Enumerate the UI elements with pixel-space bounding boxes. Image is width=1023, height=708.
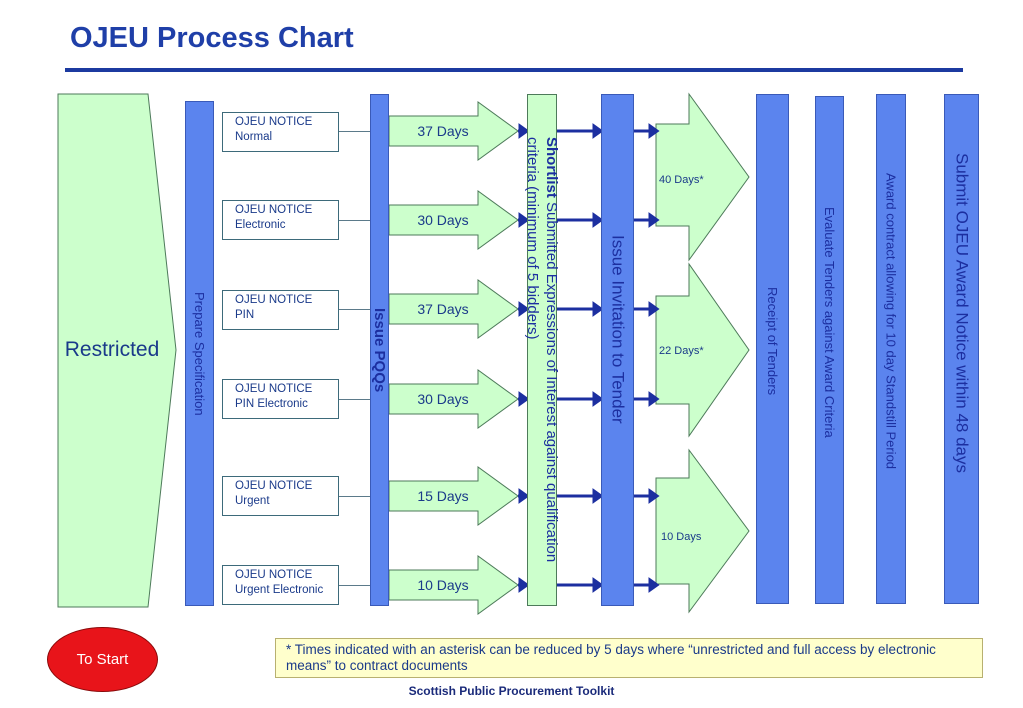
receipt-label: Receipt of Tenders	[765, 287, 780, 396]
days-label: 10 Days	[417, 577, 469, 593]
shortlist-bold: Shortlist	[543, 137, 560, 198]
days-label: 30 Days	[417, 212, 469, 228]
submit-label: Submit OJEU Award Notice within 48 days	[952, 153, 972, 473]
tender-period-arrows	[655, 92, 750, 614]
day-arrow-1	[388, 101, 519, 161]
days-label: 37 Days	[417, 301, 469, 317]
issue-pqqs-column: Issue PQQs	[370, 94, 389, 606]
restricted-label: Restricted	[64, 338, 160, 361]
tender-arrow-40	[655, 92, 750, 262]
itt-connectors	[557, 123, 604, 593]
day-arrow-6	[388, 555, 519, 615]
shortlist-connectors	[518, 123, 530, 593]
days-label: 37 Days	[417, 123, 469, 139]
box-connector	[339, 585, 371, 586]
page-title: OJEU Process Chart	[70, 22, 354, 54]
footnote-box: * Times indicated with an asterisk can b…	[275, 638, 983, 678]
day-arrow-3	[388, 279, 519, 339]
evaluate-label: Evaluate Tenders against Award Criteria	[822, 207, 837, 438]
day-arrow-5	[388, 466, 519, 526]
tender-period-label: 10 Days	[661, 531, 702, 543]
tender-arrow-22	[655, 262, 750, 438]
prepare-specification-column: Prepare Specification	[185, 101, 214, 606]
submit-column: Submit OJEU Award Notice within 48 days	[944, 94, 979, 604]
to-start-label: To Start	[76, 651, 129, 668]
restricted-chevron	[57, 93, 177, 608]
days-label: 15 Days	[417, 488, 469, 504]
prepare-specification-label: Prepare Specification	[192, 291, 207, 416]
tender-period-label: 40 Days*	[659, 174, 704, 186]
issue-pqqs-label: Issue PQQs	[371, 307, 388, 393]
title-divider	[65, 68, 963, 72]
box-connector	[339, 399, 371, 400]
box-connector	[339, 220, 371, 221]
day-arrow-4	[388, 369, 519, 429]
tender-period-label: 22 Days*	[659, 345, 704, 357]
to-start-button[interactable]: To Start	[47, 627, 158, 692]
award-column: Award contract allowing for 10 day Stand…	[876, 94, 906, 604]
day-arrow-2	[388, 190, 519, 250]
award-label: Award contract allowing for 10 day Stand…	[883, 173, 899, 470]
footer-text: Scottish Public Procurement Toolkit	[408, 684, 615, 698]
tender-arrow-10	[655, 448, 750, 614]
box-connector	[339, 131, 371, 132]
box-connector	[339, 309, 371, 310]
days-label: 30 Days	[417, 391, 469, 407]
shortlist-column: Shortlist Submitted Expressions of Inter…	[524, 94, 560, 606]
day-arrows	[388, 101, 519, 615]
receipt-column: Receipt of Tenders	[756, 94, 789, 604]
evaluate-column: Evaluate Tenders against Award Criteria	[815, 96, 844, 604]
box-connector	[339, 496, 371, 497]
issue-itt-label: Issue Invitation to Tender	[608, 235, 628, 424]
shortlist-label: Shortlist Submitted Expressions of Inter…	[523, 137, 561, 577]
issue-itt-column: Issue Invitation to Tender	[601, 94, 634, 606]
tender-connectors	[634, 123, 660, 593]
shortlist-text: Submitted Expressions of Interest agains…	[524, 137, 560, 563]
